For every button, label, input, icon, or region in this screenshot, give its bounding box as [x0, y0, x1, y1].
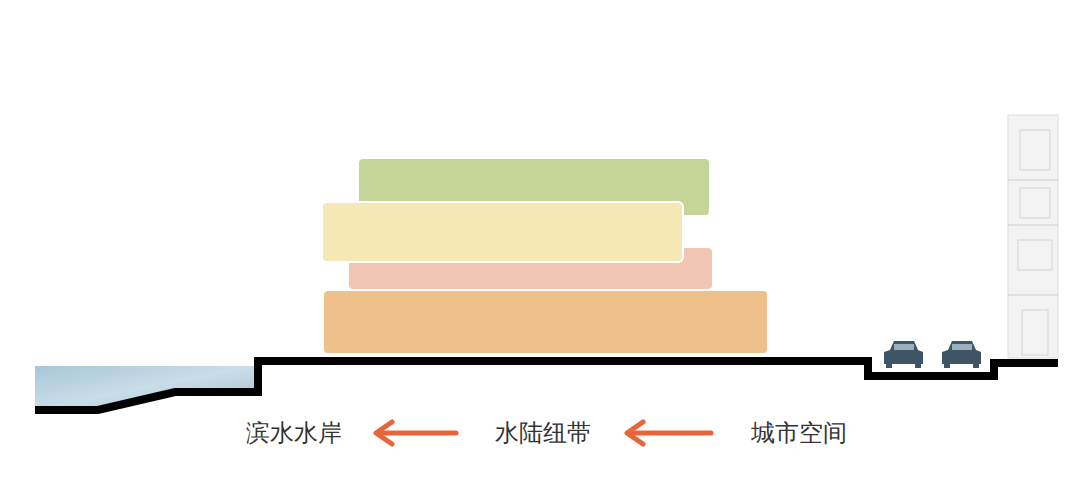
flow-label: 城市空间	[751, 419, 847, 448]
ground-line	[35, 361, 1058, 410]
stacked-volumes	[322, 158, 768, 354]
flow-label: 滨水水岸	[246, 419, 342, 448]
building	[1008, 115, 1058, 358]
car-icons	[884, 341, 981, 368]
flow-label: 水陆纽带	[495, 419, 591, 448]
